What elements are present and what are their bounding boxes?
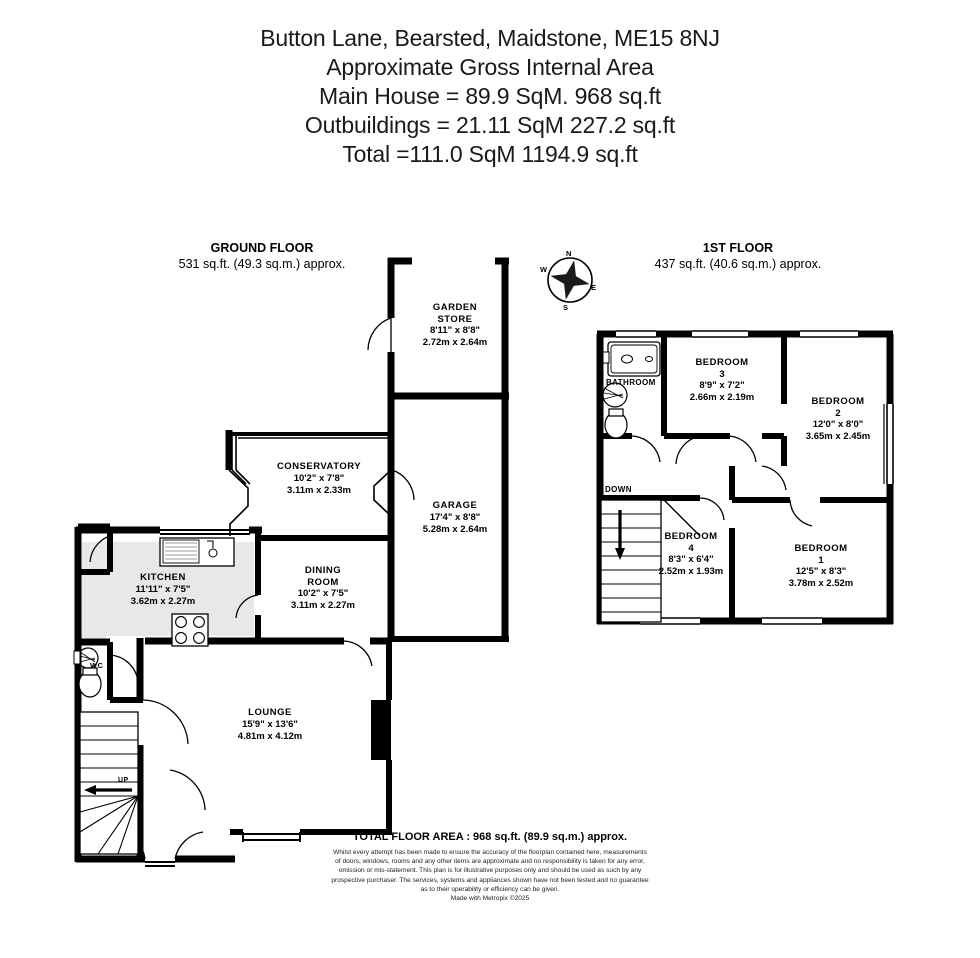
disclaimer: Whilst every attempt has been made to en… xyxy=(240,848,740,894)
kitchen-sink xyxy=(159,537,235,567)
compass-rose xyxy=(547,257,593,303)
disclaimer-line-4: prospective purchaser. The services, sys… xyxy=(331,876,649,884)
total-floor-area: TOTAL FLOOR AREA : 968 sq.ft. (89.9 sq.m… xyxy=(352,831,628,843)
ground-floor-fills xyxy=(78,262,508,838)
page-title: Button Lane, Bearsted, Maidstone, ME15 8… xyxy=(0,24,980,169)
first-floor-door-swings xyxy=(631,435,813,527)
ground-floor-title: GROUND FLOOR xyxy=(210,241,314,255)
kitchen-fittings xyxy=(159,537,235,647)
compass-east-label: E xyxy=(591,283,597,292)
ground-floor-plan xyxy=(73,257,509,867)
header-line-main-house: Main House = 89.9 SqM. 968 sq.ft xyxy=(319,83,661,109)
header-line-area-title: Approximate Gross Internal Area xyxy=(326,54,654,80)
header-line-outbuildings: Outbuildings = 21.11 SqM 227.2 sq.ft xyxy=(304,112,676,138)
conservatory-outline xyxy=(228,469,249,536)
first-floor-plan xyxy=(596,330,894,625)
kitchen-hob xyxy=(171,613,209,647)
disclaimer-line-1: Whilst every attempt has been made to en… xyxy=(333,849,647,856)
ground-floor-area: 531 sq.ft. (49.3 sq.m.) approx. xyxy=(178,257,346,271)
conservatory-glazing xyxy=(231,433,391,485)
conservatory-right-outline xyxy=(373,440,392,538)
ground-floor-staircase xyxy=(79,711,139,855)
ground-floor-caption: GROUND FLOOR 531 sq.ft. (49.3 sq.m.) app… xyxy=(172,240,352,272)
bathroom-fittings xyxy=(602,341,661,439)
footer: TOTAL FLOOR AREA : 968 sq.ft. (89.9 sq.m… xyxy=(0,830,980,904)
header-line-address: Button Lane, Bearsted, Maidstone, ME15 8… xyxy=(260,25,720,51)
kitchen-side-tile xyxy=(78,572,106,638)
disclaimer-line-5: as to their operability or efficiency ca… xyxy=(420,885,560,893)
bathroom-label: BATHROOM xyxy=(606,378,656,387)
stairs-down-label: DOWN xyxy=(605,485,632,494)
wc-fittings xyxy=(73,647,102,698)
bedroom4-bulkhead xyxy=(663,499,701,537)
compass-west-label: W xyxy=(540,265,548,274)
compass-north-label: N xyxy=(566,249,572,258)
disclaimer-line-2: of doors, windows, rooms and any other i… xyxy=(335,858,645,866)
wc-label: WC xyxy=(90,661,104,670)
first-floor-caption: 1ST FLOOR 437 sq.ft. (40.6 sq.m.) approx… xyxy=(648,240,828,272)
first-floor-title: 1ST FLOOR xyxy=(702,241,774,255)
header-line-total: Total =111.0 SqM 1194.9 sq.ft xyxy=(342,141,638,167)
first-floor-area: 437 sq.ft. (40.6 sq.m.) approx. xyxy=(654,257,822,271)
first-floor-walls xyxy=(596,330,894,625)
ground-floor-walls xyxy=(74,257,509,867)
compass-south-label: S xyxy=(563,303,569,312)
made-with-credit: Made with Metropix ©2025 xyxy=(450,895,530,903)
stairs-up-label: UP xyxy=(118,777,129,784)
first-floor-staircase xyxy=(600,499,662,623)
disclaimer-line-3: omission or mis-statement. This plan is … xyxy=(338,867,642,875)
